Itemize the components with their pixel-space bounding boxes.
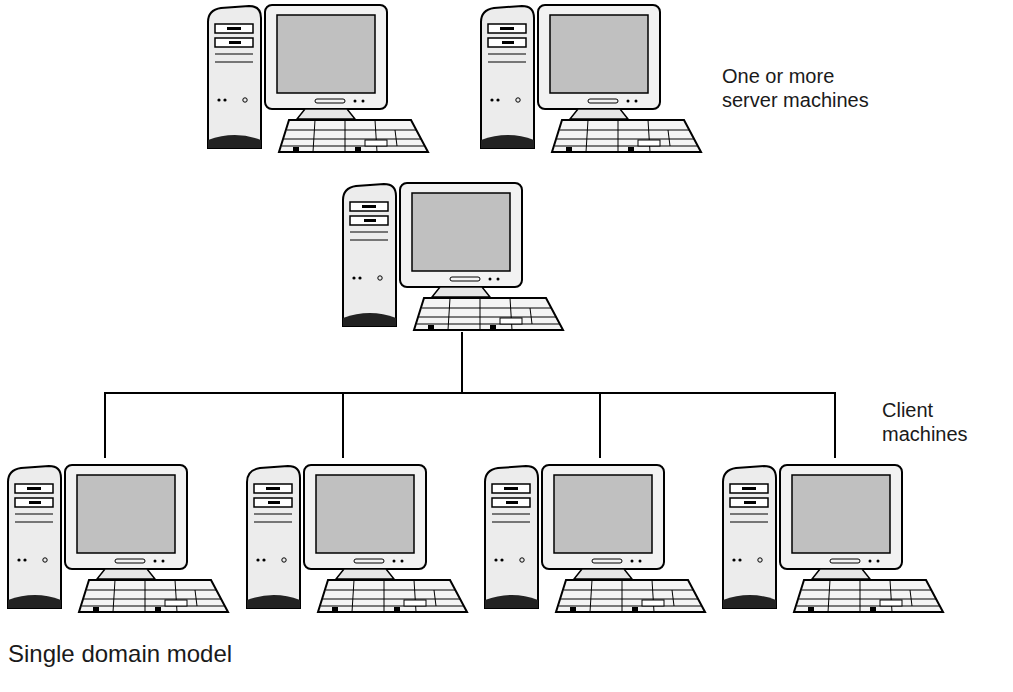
client-computer xyxy=(723,465,943,612)
network-wires xyxy=(105,332,835,458)
domain-controller-computer xyxy=(343,183,563,330)
annotation-label: One or more server machines xyxy=(722,64,892,112)
client-computer xyxy=(8,465,228,612)
client-computer xyxy=(485,465,705,612)
server-computer xyxy=(481,5,701,152)
annotation-label: Client machines xyxy=(882,398,992,446)
client-computer xyxy=(247,465,467,612)
server-computer xyxy=(208,5,428,152)
figure-caption: Single domain model xyxy=(8,640,232,668)
